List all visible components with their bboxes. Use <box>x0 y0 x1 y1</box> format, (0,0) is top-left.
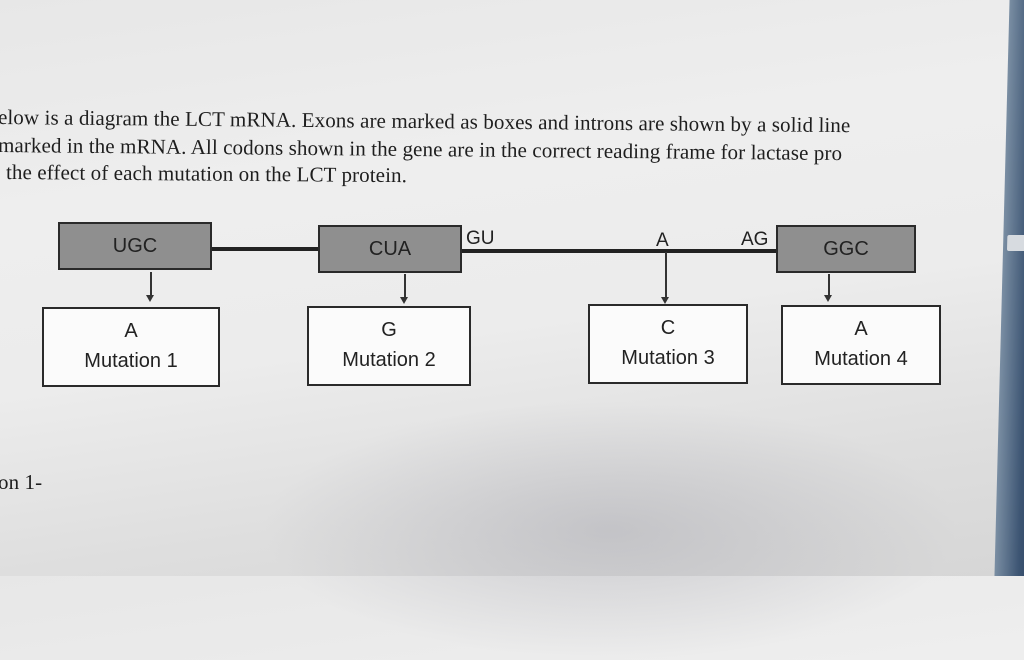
arrow-down-icon <box>400 297 408 304</box>
mutation-4-base: A <box>854 318 868 340</box>
arrow-4-shaft <box>828 274 830 296</box>
branch-point-label: A <box>656 230 669 251</box>
mutation-3-base: C <box>660 317 676 339</box>
question-number-fragment: on 1- <box>0 470 43 494</box>
mutation-1-base: A <box>124 320 138 342</box>
exon-1: UGC <box>58 222 212 270</box>
acceptor-site-label: AG <box>741 229 769 250</box>
arrow-down-icon <box>661 297 669 304</box>
mutation-2-base: G <box>381 319 397 341</box>
arrow-down-icon <box>824 295 832 302</box>
question-text-line-3: the effect of each mutation on the LCT p… <box>5 160 408 188</box>
question-text-line-1: elow is a diagram the LCT mRNA. Exons ar… <box>0 105 851 138</box>
mutation-4-label: Mutation 4 <box>814 348 908 370</box>
mutation-box-3: C Mutation 3 <box>588 304 748 384</box>
mutation-box-4: A Mutation 4 <box>781 305 941 385</box>
arrow-2-shaft <box>404 274 406 298</box>
exon-3: GGC <box>776 225 916 273</box>
mutation-3-label: Mutation 3 <box>621 347 715 369</box>
mutation-2-label: Mutation 2 <box>342 349 436 371</box>
donor-site-label: GU <box>466 228 495 249</box>
intron-line-1 <box>210 247 320 251</box>
desk-shadow <box>260 400 960 660</box>
binder-edge <box>994 0 1024 576</box>
mutation-box-2: G Mutation 2 <box>307 306 471 386</box>
intron-line-2 <box>460 249 778 253</box>
mutation-box-1: A Mutation 1 <box>42 307 220 387</box>
binder-tab <box>1006 235 1024 251</box>
arrow-1-shaft <box>150 272 152 296</box>
exon-2: CUA <box>318 225 462 273</box>
arrow-3-shaft <box>665 252 667 298</box>
mutation-1-label: Mutation 1 <box>84 350 178 372</box>
arrow-down-icon <box>146 295 154 302</box>
